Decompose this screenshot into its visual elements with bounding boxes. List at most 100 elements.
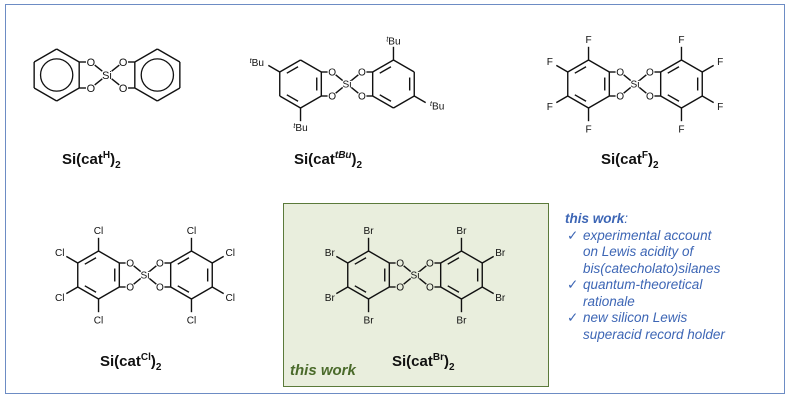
ring-double-bond [177,285,190,293]
si-o-bond [350,74,359,82]
substituent-label: F [717,102,723,113]
ring-bond [98,250,120,264]
caption-si-cat-br: Si(catBr)2 [392,352,455,373]
ring-bond [279,95,301,109]
substituent-bond [555,64,569,73]
si-o-bond [350,86,359,94]
oxygen-atom: O [396,283,404,294]
ring-double-bond [177,257,190,265]
aromatic-circle [39,58,74,92]
ring-double-bond [667,94,680,102]
ring-bond [440,250,462,264]
substituent-label: F [547,102,553,113]
ring-bond [372,59,394,73]
check-icon: ✓ [567,310,579,325]
substituent-label: Cl [187,226,197,237]
substituent-label: Cl [94,226,104,237]
si-o-bond [94,64,103,72]
substituent-label: Br [456,315,467,326]
oxygen-atom: O [426,259,434,270]
ring-bond [660,95,682,109]
si-o-bond [111,64,120,72]
substituent-label: Cl [225,248,235,259]
notes-title: this work: [565,211,629,226]
substituent-label: Cl [94,315,104,326]
substituent-label: F [547,57,553,68]
highlight-label: this work [290,362,356,379]
ring-double-bond [574,94,587,102]
si-o-bond [623,86,632,94]
ring-bond [461,250,483,264]
figure-frame [5,4,785,394]
oxygen-atom: O [126,259,134,270]
substituent-label: F [585,35,591,46]
si-o-bond [335,86,344,94]
substituent-label: Cl [55,248,65,259]
oxygen-atom: O [328,92,336,103]
ring-bond [191,286,213,300]
oxygen-atom: O [156,283,164,294]
ring-double-bond [667,66,680,74]
ring-bond [368,250,390,264]
ring-bond [368,286,390,300]
tert-butyl-label: tBu [430,101,444,112]
ring-bond [567,59,589,73]
aromatic-circle [140,58,175,92]
ring-bond [300,59,322,73]
substituent-label: Br [495,248,506,259]
oxygen-atom: O [156,259,164,270]
ring-bond [134,48,158,63]
si-o-bond [418,265,427,273]
ring-double-bond [84,285,97,293]
si-o-bond [638,86,647,94]
highlight-box [283,203,549,387]
substituent-label: F [717,57,723,68]
tert-butyl-label: tBu [250,58,264,69]
substituent-label: Cl [187,315,197,326]
substituent-label: Br [325,293,336,304]
substituent-label: Cl [225,293,235,304]
tert-butyl-bond [413,95,427,104]
ring-bond [134,87,158,102]
silicon-atom: Si [102,70,112,82]
ring-double-bond [447,285,460,293]
substituent-bond [211,286,225,295]
ring-bond [77,286,99,300]
substituent-bond [555,95,569,104]
ring-double-bond [84,257,97,265]
ring-double-bond [354,285,367,293]
si-o-bond [133,265,142,273]
ring-bond [347,286,369,300]
ring-double-bond [354,257,367,265]
ring-bond [56,87,80,102]
oxygen-atom: O [328,68,336,79]
oxygen-atom: O [426,283,434,294]
substituent-bond [65,286,79,295]
si-o-bond [335,74,344,82]
tert-butyl-bond [267,64,281,73]
oxygen-atom: O [616,68,624,79]
substituent-bond [701,95,715,104]
si-o-bond [638,74,647,82]
ring-double-bond [286,94,299,102]
ring-bond [681,59,703,73]
oxygen-atom: O [119,57,127,69]
substituent-label: F [678,35,684,46]
ring-double-bond [379,66,392,74]
ring-bond [567,95,589,109]
oxygen-atom: O [396,259,404,270]
substituent-label: Br [363,226,374,237]
ring-double-bond [379,94,392,102]
oxygen-atom: O [87,57,95,69]
silicon-atom: Si [343,80,352,91]
ring-bond [300,95,322,109]
substituent-label: Br [363,315,374,326]
ring-bond [440,286,462,300]
ring-bond [393,95,415,109]
substituent-bond [335,286,349,295]
